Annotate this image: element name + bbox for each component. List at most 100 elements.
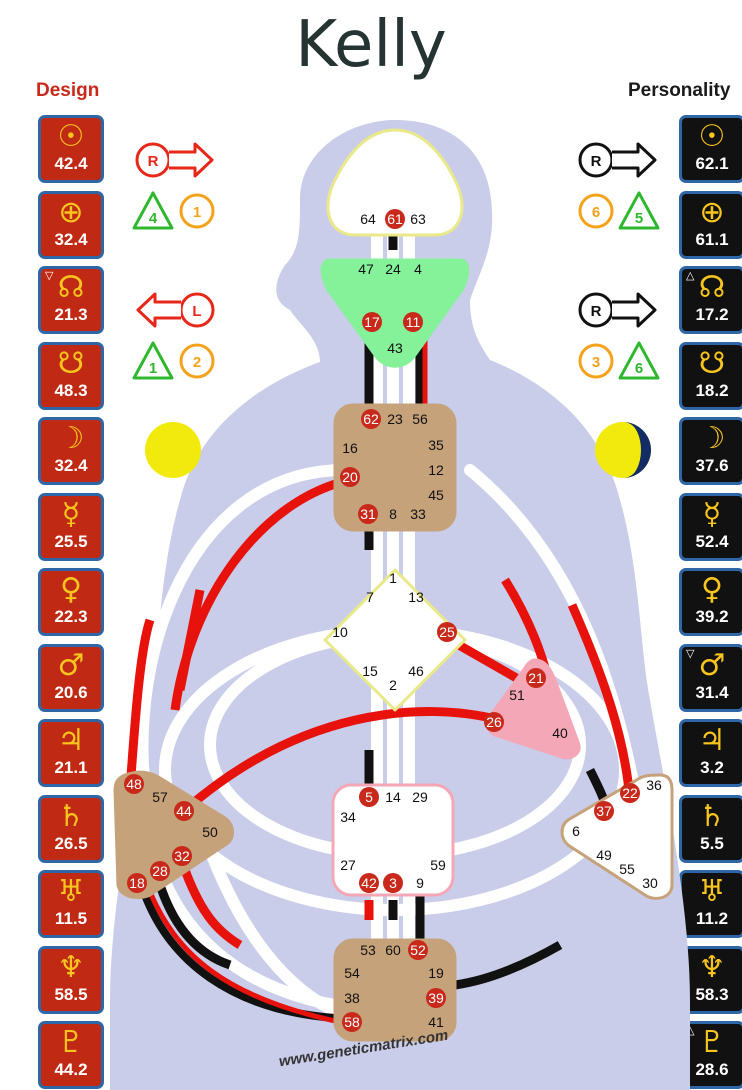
gate-number: 61 xyxy=(387,211,403,227)
sacral-gate-27: 27 xyxy=(340,857,356,873)
gate-number: 58 xyxy=(344,1014,360,1030)
gate-number: 38 xyxy=(344,990,360,1006)
gate-number: 64 xyxy=(360,211,376,227)
gate-number: 37 xyxy=(596,803,612,819)
gate-number: 63 xyxy=(410,211,426,227)
throat-gate-8: 8 xyxy=(389,506,397,522)
gate-number: 25 xyxy=(439,624,455,640)
gate-number: 50 xyxy=(202,824,218,840)
ajna-gate-11: 11 xyxy=(403,312,423,332)
root-gate-52: 52 xyxy=(408,940,428,960)
spleen-gate-50: 50 xyxy=(202,824,218,840)
gate-number: 14 xyxy=(385,789,401,805)
gate-number: 51 xyxy=(509,687,525,703)
root-gate-54: 54 xyxy=(344,965,360,981)
throat-gate-33: 33 xyxy=(410,506,426,522)
ajna-gate-17: 17 xyxy=(362,312,382,332)
gate-number: 15 xyxy=(362,663,378,679)
solar-plexus-gate-36: 36 xyxy=(646,777,662,793)
gate-number: 32 xyxy=(174,848,190,864)
ajna-gate-47: 47 xyxy=(358,261,374,277)
gate-number: 17 xyxy=(364,314,380,330)
root-gate-39: 39 xyxy=(426,988,446,1008)
sacral-gate-34: 34 xyxy=(340,809,356,825)
pers-bottom-arrow: R xyxy=(580,294,655,326)
gate-number: 35 xyxy=(428,437,444,453)
gate-number: 11 xyxy=(406,314,421,330)
gate-number: 10 xyxy=(332,624,348,640)
gate-number: 52 xyxy=(410,942,426,958)
throat-gate-56: 56 xyxy=(412,411,428,427)
throat-gate-62: 62 xyxy=(361,409,381,429)
root-gate-58: 58 xyxy=(342,1012,362,1032)
heart-gate-40: 40 xyxy=(552,725,568,741)
gate-number: 13 xyxy=(408,589,424,605)
pers-top-arrow: R xyxy=(580,144,655,176)
head-gate-64: 64 xyxy=(360,211,376,227)
personality-moon xyxy=(595,422,651,478)
gate-number: 27 xyxy=(340,857,356,873)
gate-number: 1 xyxy=(389,570,397,586)
design-top-arrow: R xyxy=(137,144,212,176)
gate-number: 48 xyxy=(126,776,142,792)
gate-number: 20 xyxy=(342,469,358,485)
sacral-gate-9: 9 xyxy=(416,875,424,891)
design-bottom-arrow: L xyxy=(138,294,213,326)
spleen-gate-32: 32 xyxy=(172,846,192,866)
gate-number: 49 xyxy=(596,847,612,863)
gate-number: 23 xyxy=(387,411,403,427)
gate-number: 59 xyxy=(430,857,446,873)
gate-number: 28 xyxy=(152,863,168,879)
gate-number: 47 xyxy=(358,261,374,277)
heart-gate-51: 51 xyxy=(509,687,525,703)
gate-number: 42 xyxy=(361,875,377,891)
gate-number: 9 xyxy=(416,875,424,891)
g-gate-1: 1 xyxy=(389,570,397,586)
g-gate-13: 13 xyxy=(408,589,424,605)
ajna-gate-4: 4 xyxy=(414,261,422,277)
solar-plexus-gate-30: 30 xyxy=(642,875,658,891)
gate-number: 22 xyxy=(622,785,638,801)
gate-number: 55 xyxy=(619,861,635,877)
spleen-gate-48: 48 xyxy=(124,774,144,794)
pers-top-triangle-label: 5 xyxy=(635,210,643,227)
design-top-circle-label: 1 xyxy=(193,204,201,221)
heart-gate-26: 26 xyxy=(484,712,504,732)
gate-number: 43 xyxy=(387,340,403,356)
g-gate-7: 7 xyxy=(366,589,374,605)
solar-plexus-gate-55: 55 xyxy=(619,861,635,877)
gate-number: 57 xyxy=(152,789,168,805)
spleen-gate-28: 28 xyxy=(150,861,170,881)
gate-number: 40 xyxy=(552,725,568,741)
root-gate-38: 38 xyxy=(344,990,360,1006)
gate-number: 2 xyxy=(389,677,397,693)
gate-number: 33 xyxy=(410,506,426,522)
spleen-gate-18: 18 xyxy=(127,873,147,893)
design-moon xyxy=(145,422,201,478)
pers-top-arrow-label: R xyxy=(591,153,602,170)
design-bottom-triangle-label: 1 xyxy=(149,360,157,377)
gate-number: 62 xyxy=(363,411,379,427)
head-gate-61: 61 xyxy=(385,209,405,229)
sacral-gate-5: 5 xyxy=(359,787,379,807)
gate-number: 54 xyxy=(344,965,360,981)
gate-number: 29 xyxy=(412,789,428,805)
solar-plexus-gate-6: 6 xyxy=(572,823,580,839)
pers-bottom-arrow-label: R xyxy=(591,303,602,320)
ajna-gate-24: 24 xyxy=(385,261,401,277)
g-gate-15: 15 xyxy=(362,663,378,679)
heart-gate-21: 21 xyxy=(526,668,546,688)
pers-bottom-circle-label: 3 xyxy=(592,354,600,371)
ajna-gate-43: 43 xyxy=(387,340,403,356)
gate-number: 39 xyxy=(428,990,444,1006)
g-gate-25: 25 xyxy=(437,622,457,642)
root-gate-60: 60 xyxy=(385,942,401,958)
solar-plexus-gate-49: 49 xyxy=(596,847,612,863)
gate-number: 5 xyxy=(365,789,373,805)
gate-number: 34 xyxy=(340,809,356,825)
gate-number: 4 xyxy=(414,261,422,277)
gate-number: 12 xyxy=(428,462,444,478)
throat-gate-23: 23 xyxy=(387,411,403,427)
throat-gate-45: 45 xyxy=(428,487,444,503)
gate-number: 19 xyxy=(428,965,444,981)
